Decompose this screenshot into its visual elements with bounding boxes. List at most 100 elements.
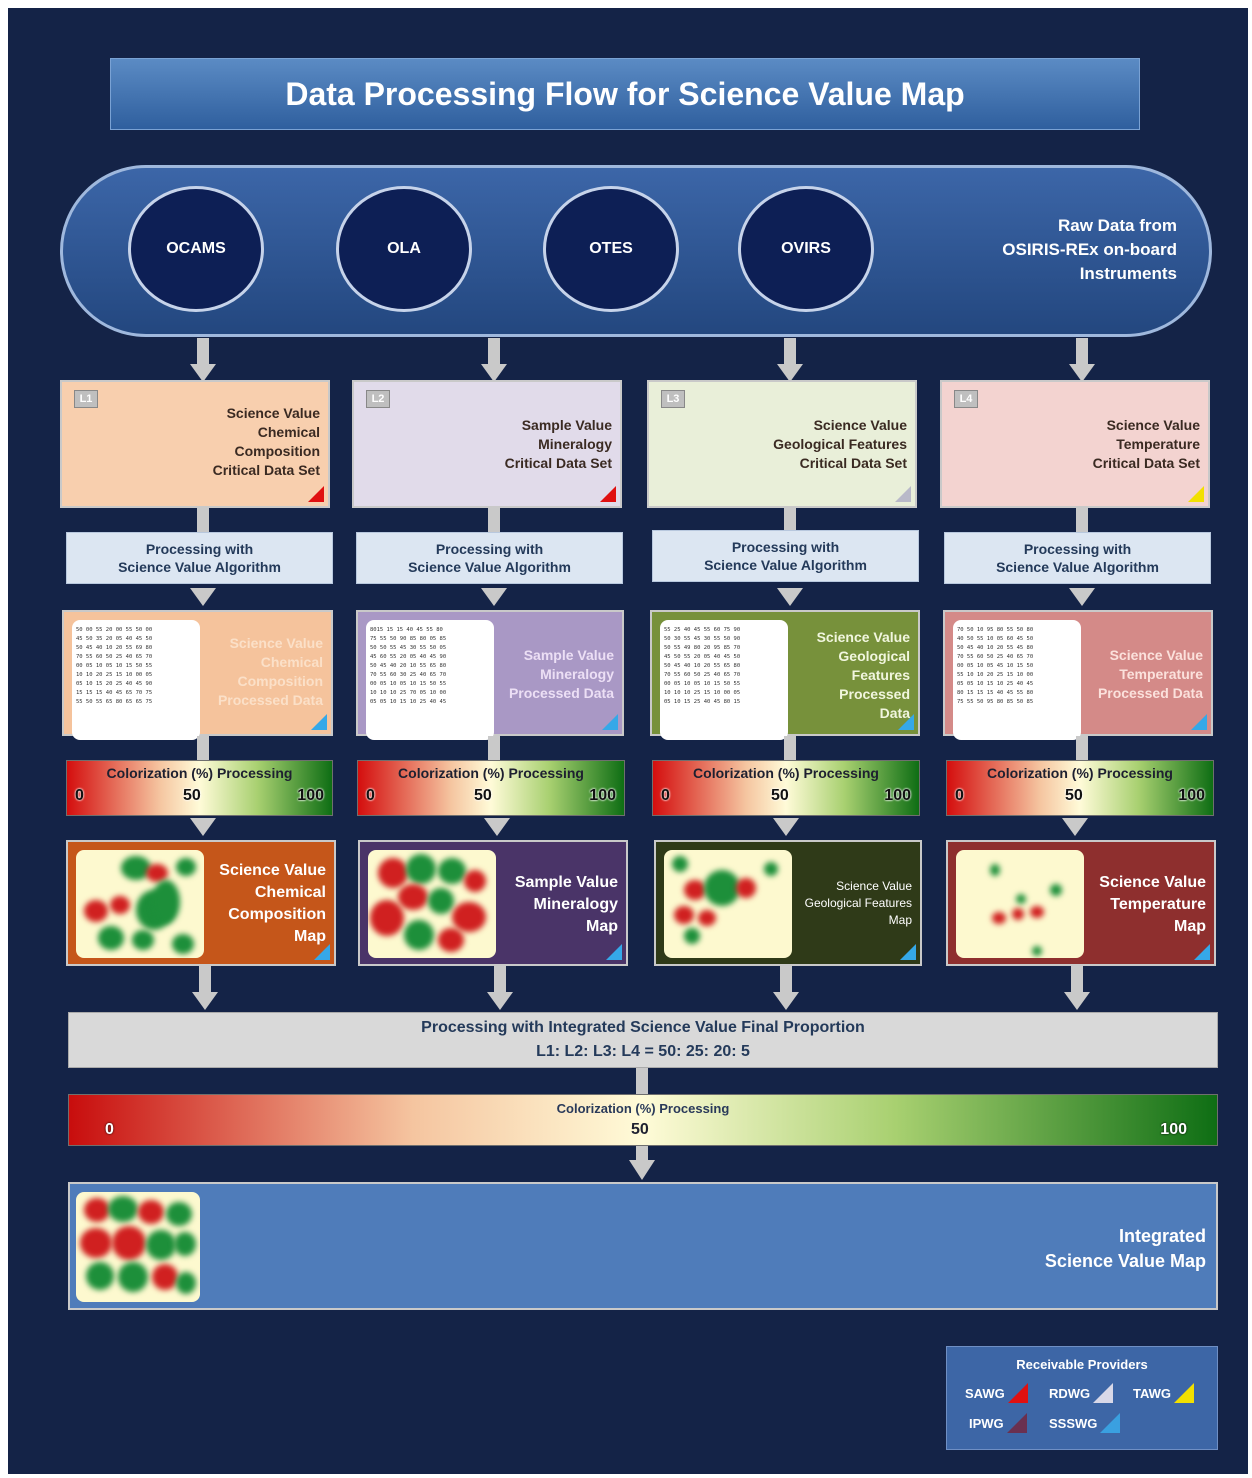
arrowhead-icon xyxy=(190,588,216,606)
arrowhead-icon xyxy=(484,818,510,836)
label-line: Processed Data xyxy=(1097,685,1203,701)
processed-label: Science Value Temperature Processed Data xyxy=(1073,646,1203,703)
label-line: Science Value xyxy=(1106,417,1200,433)
algo-line: Science Value Algorithm xyxy=(118,559,281,575)
dataset-l2: L2 Sample Value Mineralogy Critical Data… xyxy=(352,380,622,508)
scale-max: 100 xyxy=(884,787,911,804)
processed-label: Science Value Geological Features Proces… xyxy=(780,628,910,723)
label-line: Science Value xyxy=(816,629,910,645)
triangle-icon xyxy=(1093,1383,1114,1403)
label-line: Integrated xyxy=(1118,1226,1206,1246)
label-line: Chemical xyxy=(260,654,323,670)
diagram-title: Data Processing Flow for Science Value M… xyxy=(110,58,1140,130)
dataset-label: Science Value Temperature Critical Data … xyxy=(990,416,1200,473)
colorization-bar-l4: Colorization (%) Processing 0 50 100 xyxy=(946,760,1214,816)
legend-item: SAWG xyxy=(965,1383,1028,1403)
connector xyxy=(1076,736,1088,760)
map-l4: Science Value Temperature Map xyxy=(946,840,1216,966)
raw-label-line: Raw Data from xyxy=(1057,216,1177,235)
scale-max: 100 xyxy=(297,787,324,804)
connector xyxy=(636,1146,648,1162)
final-proportion: L1: L2: L3: L4 = 50: 25: 20: 5 xyxy=(536,1043,750,1060)
map-label: Science Value Chemical Composition Map xyxy=(186,860,326,948)
algo-line: Science Value Algorithm xyxy=(704,557,867,573)
label-line: Map xyxy=(586,918,618,935)
colorization-label: Colorization (%) Processing xyxy=(398,765,584,781)
heatmap-thumbnail xyxy=(956,850,1084,958)
label-line: Composition xyxy=(234,443,320,459)
colorization-bar-l1: Colorization (%) Processing 0 50 100 xyxy=(66,760,333,816)
heatmap-thumbnail xyxy=(664,850,792,958)
label-line: Critical Data Set xyxy=(799,455,907,471)
connector xyxy=(488,508,500,532)
legend-label: RDWG xyxy=(1049,1385,1091,1401)
triangle-icon xyxy=(1006,1413,1027,1433)
algo-line: Science Value Algorithm xyxy=(408,559,571,575)
map-label: Science Value Temperature Map xyxy=(1066,872,1206,938)
level-badge: L1 xyxy=(74,390,98,408)
legend-label: TAWG xyxy=(1133,1385,1172,1401)
arrowhead-icon xyxy=(1062,818,1088,836)
label-line: Mineralogy xyxy=(533,896,618,913)
provider-corner-icon xyxy=(1188,486,1204,502)
legend-label: IPWG xyxy=(969,1415,1004,1431)
scale-max: 100 xyxy=(1160,1121,1187,1138)
label-line: Critical Data Set xyxy=(504,455,612,471)
scale-min: 0 xyxy=(661,787,670,804)
scale-mid: 50 xyxy=(631,1121,649,1138)
processed-label: Science Value Chemical Composition Proce… xyxy=(193,634,323,710)
connector xyxy=(636,1068,648,1094)
algo-line: Processing with xyxy=(1023,541,1132,557)
map-l3: Science Value Geological Features Map xyxy=(654,840,922,966)
number-grid: 50 00 55 20 00 55 50 00 45 50 35 20 05 4… xyxy=(72,620,200,740)
map-label: Sample Value Mineralogy Map xyxy=(478,872,618,938)
scale-min: 0 xyxy=(105,1121,114,1138)
legend-item: RDWG xyxy=(1049,1383,1114,1403)
dataset-label: Science Value Geological Features Critic… xyxy=(697,416,907,473)
dataset-l4: L4 Science Value Temperature Critical Da… xyxy=(940,380,1210,508)
triangle-icon xyxy=(1007,1383,1028,1403)
arrowhead-icon xyxy=(1069,588,1095,606)
instrument-ovirs: OVIRS xyxy=(738,186,874,312)
arrowhead-icon xyxy=(190,818,216,836)
level-badge: L3 xyxy=(661,390,685,408)
dataset-l1: L1 Science Value Chemical Composition Cr… xyxy=(60,380,330,508)
level-badge: L4 xyxy=(954,390,978,408)
label-line: Geological xyxy=(838,648,910,664)
label-line: Science Value xyxy=(1109,647,1203,663)
scale-mid: 50 xyxy=(1065,787,1083,804)
legend-item: TAWG xyxy=(1133,1383,1195,1403)
dataset-label: Science Value Chemical Composition Criti… xyxy=(110,404,320,480)
dataset-l3: L3 Science Value Geological Features Cri… xyxy=(647,380,917,508)
colorization-label: Colorization (%) Processing xyxy=(106,765,293,781)
instrument-ola: OLA xyxy=(336,186,472,312)
colorization-bar-l2: Colorization (%) Processing 0 50 100 xyxy=(357,760,625,816)
integrated-map: Integrated Science Value Map xyxy=(68,1182,1218,1310)
label-line: Science Value Map xyxy=(1044,1251,1206,1271)
label-line: Composition xyxy=(228,906,326,923)
connector xyxy=(197,508,209,532)
provider-corner-icon xyxy=(895,486,911,502)
label-line: Sample Value xyxy=(521,417,612,433)
label-line: Chemical xyxy=(257,424,320,440)
arrow-down-icon xyxy=(481,338,507,384)
label-line: Science Value xyxy=(226,405,320,421)
colorization-label: Colorization (%) Processing xyxy=(556,1101,730,1116)
algo-line: Processing with xyxy=(731,539,840,555)
label-line: Temperature xyxy=(1116,436,1200,452)
label-line: Geological Features xyxy=(804,896,912,910)
processed-data-l2: 8015 15 15 40 45 55 80 75 55 50 90 85 80… xyxy=(356,610,624,740)
arrowhead-icon xyxy=(777,588,803,606)
label-line: Geological Features xyxy=(773,436,907,452)
label-line: Map xyxy=(888,913,912,927)
provider-corner-icon xyxy=(602,714,618,730)
label-line: Science Value xyxy=(836,879,912,893)
label-line: Temperature xyxy=(1119,666,1203,682)
arrow-down-icon xyxy=(773,966,799,1012)
arrow-down-icon xyxy=(190,338,216,384)
provider-corner-icon xyxy=(1191,714,1207,730)
raw-label-line: OSIRIS-REx on-board xyxy=(1002,240,1177,259)
